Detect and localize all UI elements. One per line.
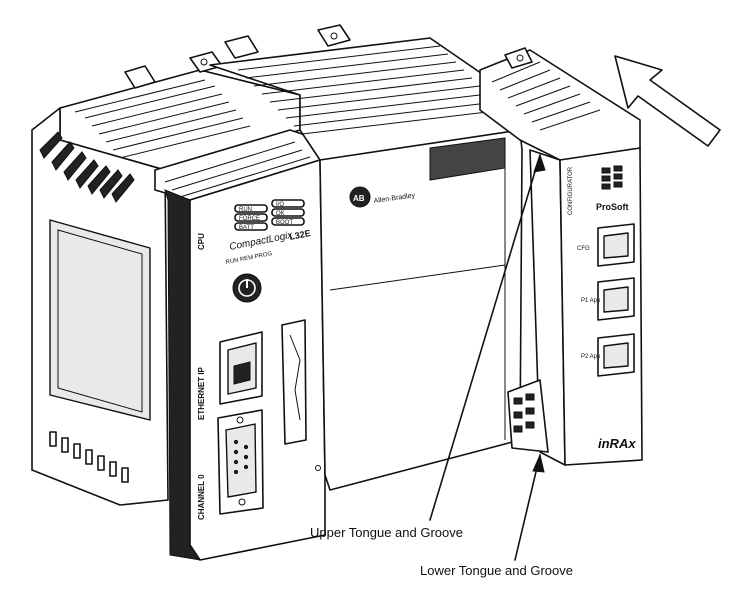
lower-tongue-groove-label: Lower Tongue and Groove [420,563,573,578]
ethernet-label: ETHERNET IP [197,366,206,420]
model-label: L32E [288,228,311,242]
port-p2 [597,333,635,377]
port-cfg-label: CFG [577,246,590,252]
led-label-boot: BOOT [276,220,293,226]
lower-groove [507,379,549,453]
led-label-batt: BATT [239,225,254,231]
arrow-up-right-icon [614,55,721,147]
port-p1 [597,277,635,321]
prosoft-module: ProSoft CFG P1 App P2 App CONFIGURATOR i… [479,47,643,466]
led-label-io: I/O [276,202,284,208]
configurator-label: CONFIGURATOR [568,166,574,215]
inrax-label: inRAx [598,436,636,451]
power-supply-module [31,51,301,506]
prosoft-label: ProSoft [596,202,629,212]
port-p1-label: P1 App [581,298,601,304]
serial-port [217,409,264,515]
ethernet-port [219,331,263,405]
port-p2-label: P2 App [581,354,601,360]
power-icon [232,273,262,303]
led-label-force: FORCE [239,216,260,222]
allen-bradley-logo: AB [349,186,371,208]
upper-tongue-groove-label: Upper Tongue and Groove [310,525,463,540]
callout-upper-leader [429,153,546,521]
cpu-module: RUN FORCE BATT I/O OK BOOT CompactLogix … [154,129,326,561]
led-label-ok: OK [276,211,285,217]
port-cfg [597,223,635,267]
cpu-label: CPU [197,233,206,250]
channel-label: CHANNEL 0 [197,474,206,520]
svg-text:AB: AB [353,194,365,203]
led-label-run: RUN [239,207,252,213]
status-led-panel [234,199,305,231]
callout-lower-leader [514,453,545,561]
allen-bradley-module: AB Allen-Bradley [209,24,523,491]
